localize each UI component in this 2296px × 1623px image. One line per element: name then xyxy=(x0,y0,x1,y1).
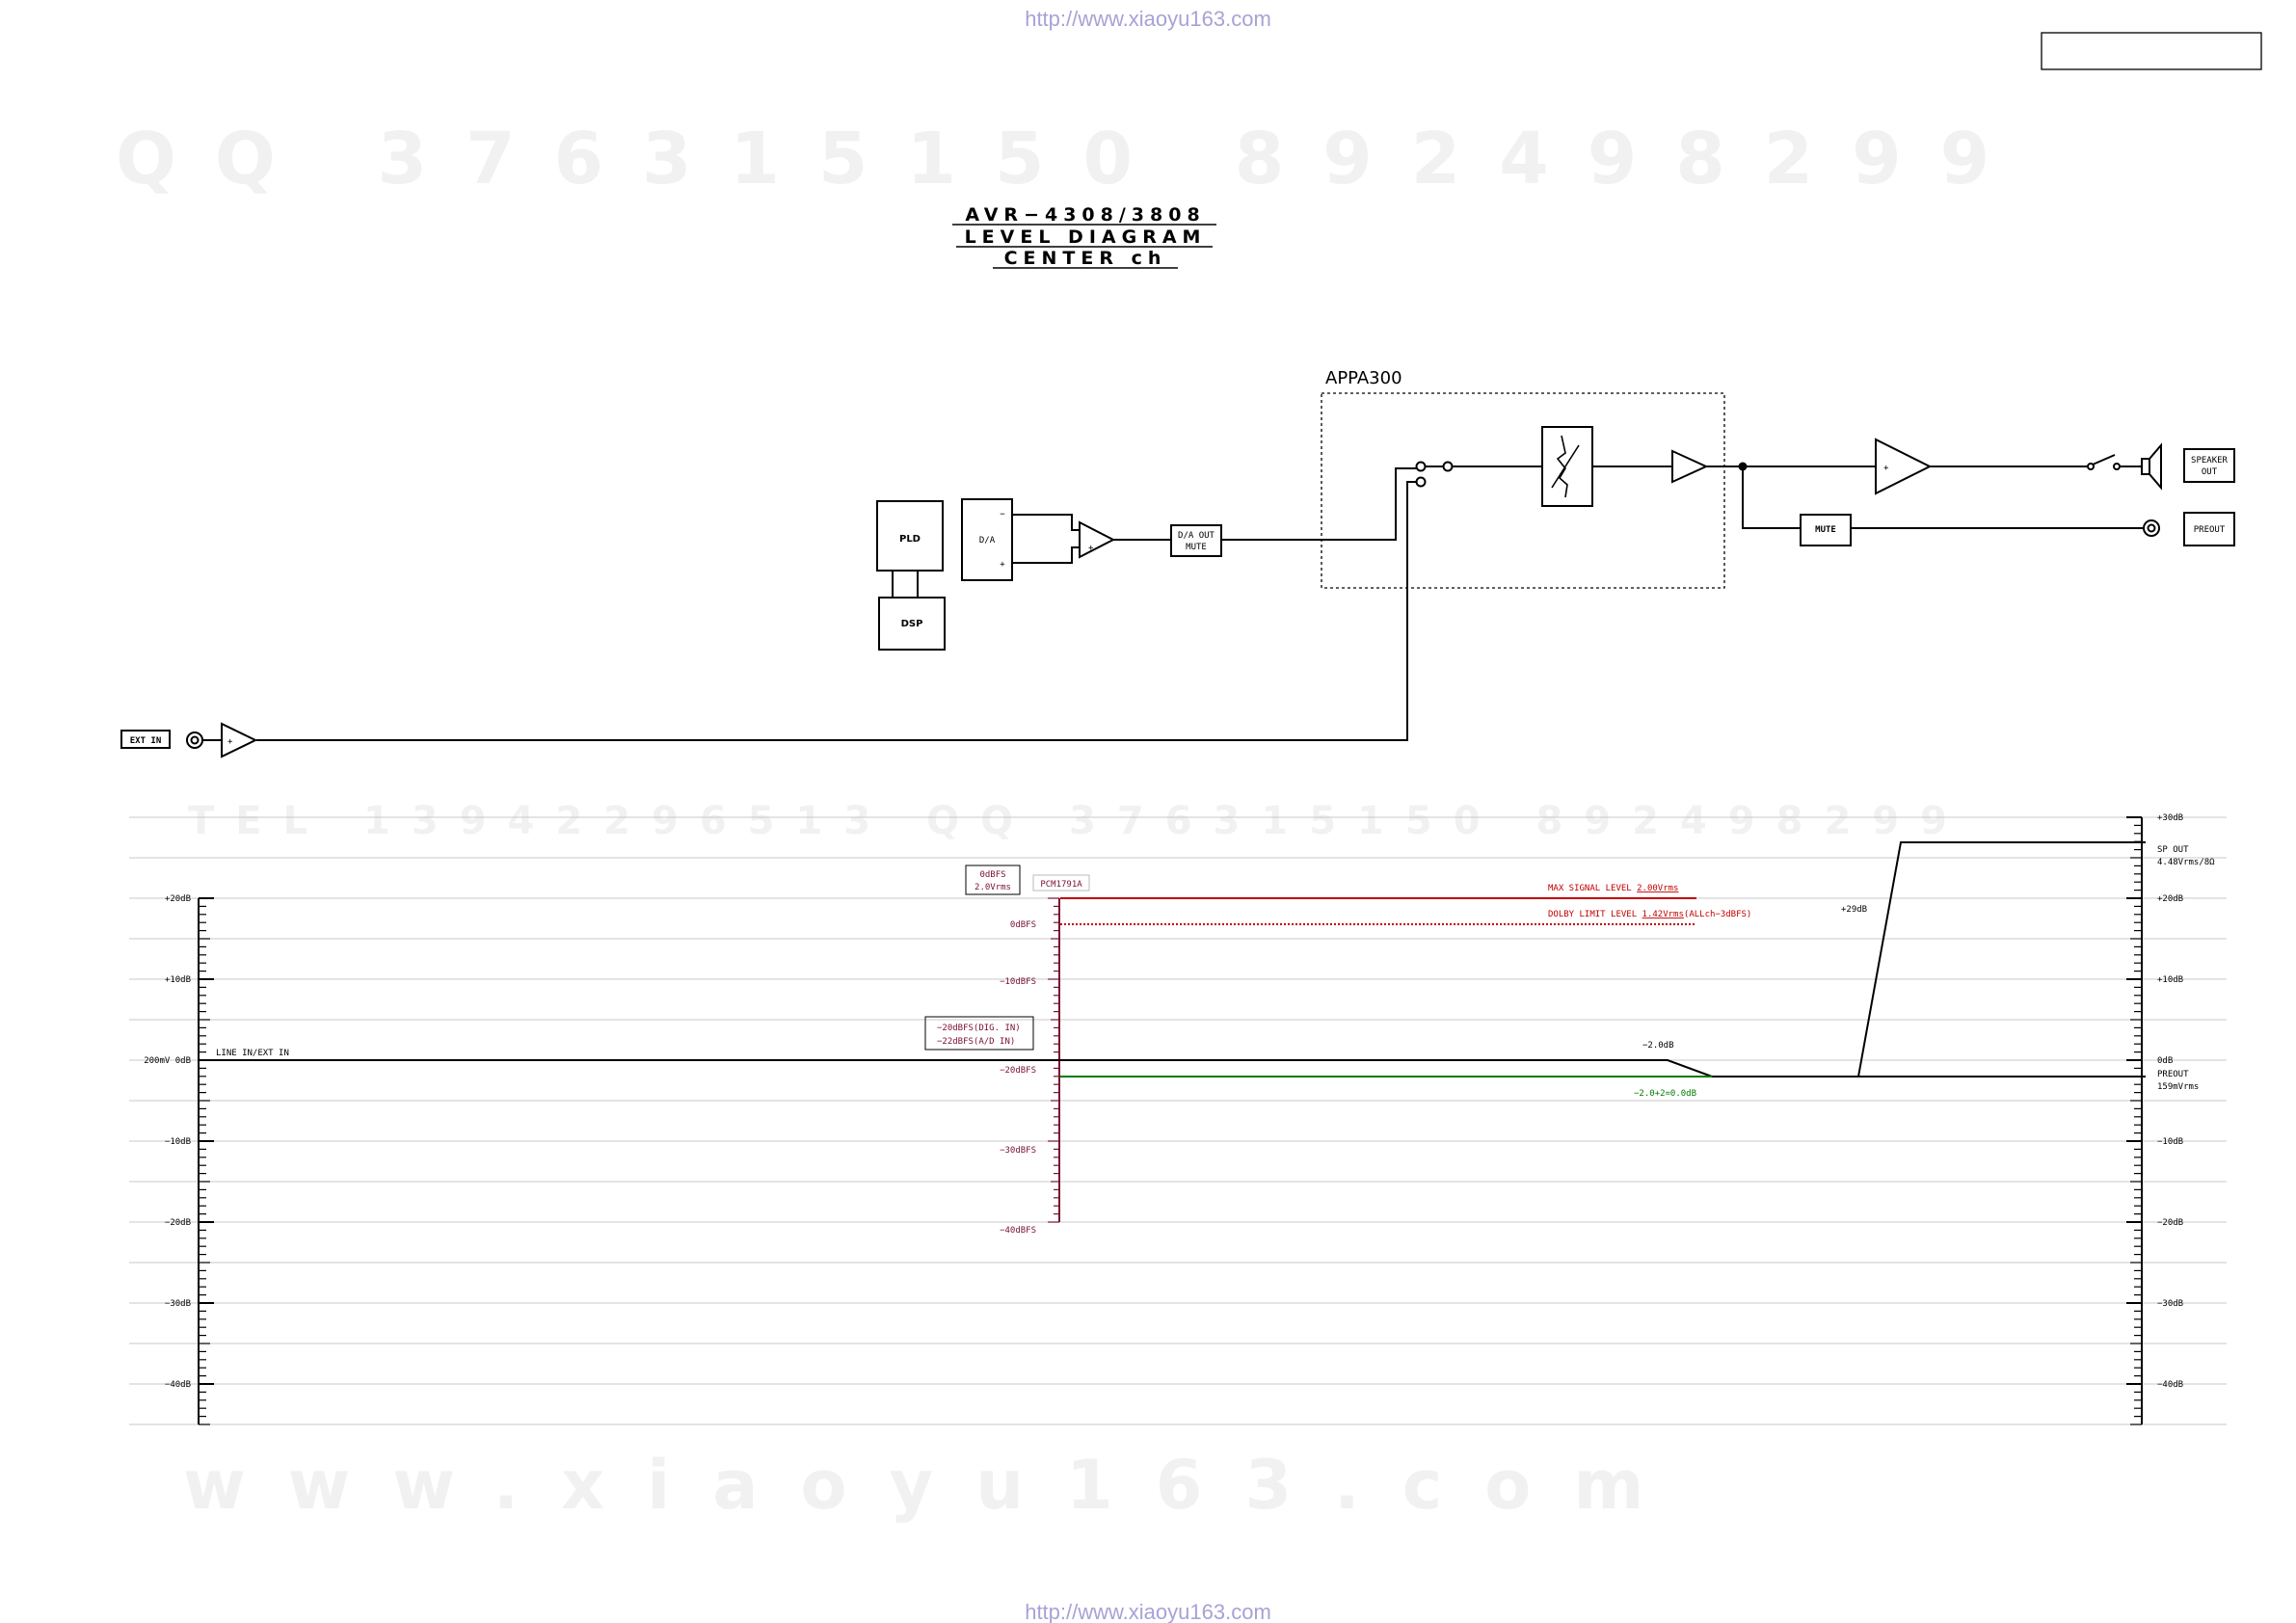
right-tick-label: +10dB xyxy=(2157,975,2183,985)
right-tick-label: +30dB xyxy=(2157,813,2183,823)
dbfs-axis-labels: 0dBFS −10dBFS −20dBFS −30dBFS −40dBFS xyxy=(1000,920,1036,1236)
diagram-title: AVR−4308/3808 LEVEL DIAGRAM CENTER ch xyxy=(952,204,1216,269)
dolby-limit-level-label: DOLBY LIMIT LEVEL 1.42Vrms(ALLch−3dBFS) xyxy=(1548,910,1751,919)
ext-in-amp-symbol xyxy=(221,722,258,758)
preout-label-box xyxy=(2183,512,2235,546)
left-tick-label: −40dB xyxy=(165,1380,191,1390)
title-model: AVR−4308/3808 xyxy=(965,204,1205,226)
line-in-ext-in-label: LINE IN/EXT IN xyxy=(216,1049,289,1058)
watermark-bottom: www.xiaoyu163.com xyxy=(183,1446,1686,1525)
mute-label: MUTE xyxy=(1815,525,1836,535)
left-tick-label: +10dB xyxy=(165,975,191,985)
power-amp-symbol xyxy=(1875,438,1933,495)
revision-box xyxy=(2041,32,2262,70)
da-out-mute-label-1: D/A OUT xyxy=(1178,531,1215,541)
pcm-box xyxy=(1032,874,1090,891)
watermark-top: QQ 376315150 892498299 xyxy=(116,118,2028,200)
sp-out-label: SP OUT xyxy=(2157,845,2189,855)
watermark-middle: TEL 13942296513 QQ 376315150 892498299 xyxy=(188,799,1968,843)
level-traces xyxy=(199,841,2146,1078)
da-converter-block xyxy=(961,498,1013,581)
sum-label: −2.0+2=0.0dB xyxy=(1634,1089,1696,1099)
block-diagram xyxy=(120,392,2235,758)
ad-in-label: −22dBFS(A/D IN) xyxy=(937,1037,1015,1047)
title-channel: CENTER ch xyxy=(1004,248,1167,269)
speaker-out-label-box xyxy=(2183,448,2235,483)
left-tick-label: −10dB xyxy=(165,1137,191,1147)
mute-block xyxy=(1800,514,1852,546)
da-plus-label: + xyxy=(1000,560,1005,570)
dbfs-tick-label: −10dBFS xyxy=(1000,977,1036,987)
power-amp-plus: + xyxy=(1883,464,1889,473)
max-signal-level-label: MAX SIGNAL LEVEL 2.00Vrms xyxy=(1548,884,1678,893)
da-minus-label: − xyxy=(1000,510,1005,519)
right-tick-label: +20dB xyxy=(2157,894,2183,904)
ext-in-label-box xyxy=(120,730,171,749)
dbfs-tick-label: −40dBFS xyxy=(1000,1226,1036,1236)
left-tick-label: 200mV 0dB xyxy=(144,1056,191,1066)
da-label: D/A xyxy=(979,536,996,545)
right-tick-label: −20dB xyxy=(2157,1218,2183,1228)
pld-label: PLD xyxy=(899,534,921,545)
level-axes xyxy=(198,816,2143,1425)
dsp-label: DSP xyxy=(901,619,923,629)
url-bottom[interactable]: http://www.xiaoyu163.com xyxy=(1025,1600,1271,1623)
gain-29db-label: +29dB xyxy=(1841,905,1867,915)
url-top[interactable]: http://www.xiaoyu163.com xyxy=(1025,7,1271,31)
zero-dbfs-box xyxy=(965,865,1021,895)
dbfs-tick-label: −30dBFS xyxy=(1000,1146,1036,1156)
ext-in-label: EXT IN xyxy=(130,736,162,746)
right-tick-label: −40dB xyxy=(2157,1380,2183,1390)
zero-dbfs-voltage: 2.0Vrms xyxy=(974,883,1011,892)
left-tick-label: −20dB xyxy=(165,1218,191,1228)
appa300-label: APPA300 xyxy=(1325,368,1402,388)
speaker-out-label-2: OUT xyxy=(2202,467,2218,477)
pcm1791a-label: PCM1791A xyxy=(1040,880,1082,890)
speaker-out-label-1: SPEAKER xyxy=(2191,456,2229,466)
right-axis-labels: +30dB +20dB +10dB 0dB −10dB −20dB −30dB … xyxy=(2157,813,2183,1390)
left-axis-labels: +20dB +10dB 200mV 0dB −10dB −20dB −30dB … xyxy=(144,894,191,1390)
ext-in-amp-plus: + xyxy=(227,737,233,747)
dsp-block xyxy=(878,597,946,651)
zero-dbfs-label: 0dBFS xyxy=(979,870,1005,880)
preout-level-label: PREOUT xyxy=(2157,1070,2189,1079)
dbfs-tick-label: 0dBFS xyxy=(1010,920,1036,930)
preout-voltage: 159mVrms xyxy=(2157,1082,2199,1092)
right-tick-label: −10dB xyxy=(2157,1137,2183,1147)
minus-2db-label: −2.0dB xyxy=(1642,1041,1674,1051)
right-tick-label: 0dB xyxy=(2157,1056,2173,1066)
dig-in-label: −20dBFS(DIG. IN) xyxy=(937,1024,1021,1033)
dbfs-tick-label: −20dBFS xyxy=(1000,1066,1036,1076)
title-level-diagram: LEVEL DIAGRAM xyxy=(965,226,1207,248)
level-grid xyxy=(129,816,2227,1425)
right-tick-label: −30dB xyxy=(2157,1299,2183,1309)
opamp-1-plus: + xyxy=(1088,544,1094,553)
preout-label: PREOUT xyxy=(2194,525,2226,535)
appa300-box xyxy=(1321,392,1725,589)
opamp-1-symbol xyxy=(1079,520,1116,559)
sp-out-voltage: 4.48Vrms/8Ω xyxy=(2157,858,2215,867)
left-tick-label: −30dB xyxy=(165,1299,191,1309)
volume-control-block xyxy=(1541,426,1593,507)
input-level-box xyxy=(924,1016,1034,1051)
da-out-mute-label-2: MUTE xyxy=(1186,543,1207,552)
buffer-amp-symbol xyxy=(1671,449,1709,484)
left-tick-label: +20dB xyxy=(165,894,191,904)
